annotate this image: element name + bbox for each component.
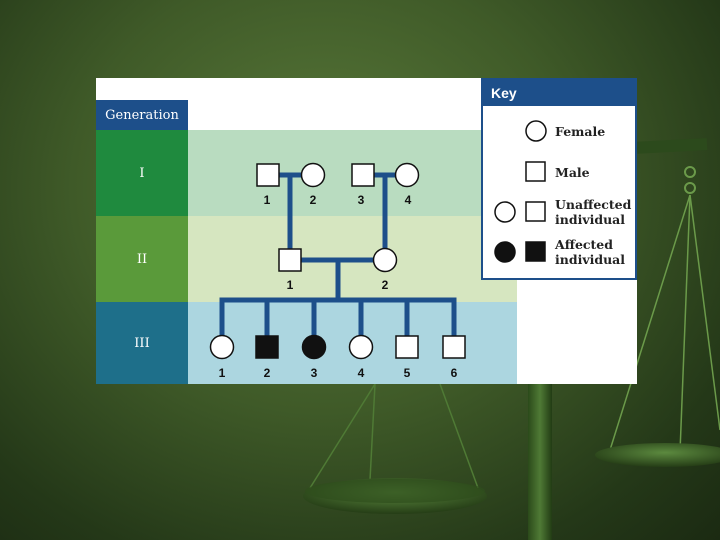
- gen3-number-6: 6: [451, 366, 458, 380]
- generation-label-3: III: [96, 302, 188, 384]
- scale-pan-right: [595, 443, 720, 467]
- gen2-individual-2-female: [372, 247, 398, 273]
- gen3-number-2: 2: [264, 366, 271, 380]
- gen3-number-4: 4: [358, 366, 365, 380]
- gen1-number-4: 4: [405, 193, 412, 207]
- pedigree-figure: Generation I II III: [96, 78, 637, 384]
- key-title: Key: [483, 80, 635, 106]
- gen2-number-2: 2: [382, 278, 389, 292]
- gen3-number-1: 1: [219, 366, 226, 380]
- generation-header: Generation: [96, 100, 188, 130]
- generation-label-1: I: [96, 130, 188, 216]
- gen2-individual-1-male: [278, 248, 302, 272]
- key-label-male: Male: [555, 165, 590, 180]
- gen3-individual-2-male-affected: [255, 335, 279, 359]
- key-label-female: Female: [555, 124, 606, 139]
- gen1-individual-1-male: [256, 163, 280, 187]
- key-symbols: [494, 120, 547, 263]
- gen3-number-3: 3: [311, 366, 318, 380]
- scale-beam: [636, 138, 708, 154]
- gen1-number-2: 2: [310, 193, 317, 207]
- affected-male-icon: [525, 241, 546, 262]
- gen3-individual-4-female: [348, 334, 374, 360]
- gen1-number-3: 3: [358, 193, 365, 207]
- male-symbol-icon: [525, 161, 546, 182]
- key-label-affected: Affected individual: [555, 237, 626, 267]
- gen3-number-5: 5: [404, 366, 411, 380]
- gen1-individual-3-male: [351, 163, 375, 187]
- gen3-individual-1-female: [209, 334, 235, 360]
- gen1-individual-4-female: [394, 162, 420, 188]
- generation-label-2: II: [96, 216, 188, 302]
- legend-key: Key Female Male Unaffected individual Af…: [481, 78, 637, 280]
- key-label-unaffected: Unaffected individual: [555, 197, 632, 227]
- female-symbol-icon: [525, 120, 547, 142]
- pedigree-chart: 1 2 3 4 1 2 1 2 3 4 5 6: [209, 162, 466, 380]
- gen3-individual-6-male: [442, 335, 466, 359]
- gen2-number-1: 1: [287, 278, 294, 292]
- gen3-individual-5-male: [395, 335, 419, 359]
- affected-female-icon: [494, 241, 516, 263]
- gen1-number-1: 1: [264, 193, 271, 207]
- gen3-individual-3-female-affected: [301, 334, 327, 360]
- unaffected-female-icon: [494, 201, 516, 223]
- gen1-individual-2-female: [300, 162, 326, 188]
- scale-pole: [528, 380, 552, 540]
- unaffected-male-icon: [525, 201, 546, 222]
